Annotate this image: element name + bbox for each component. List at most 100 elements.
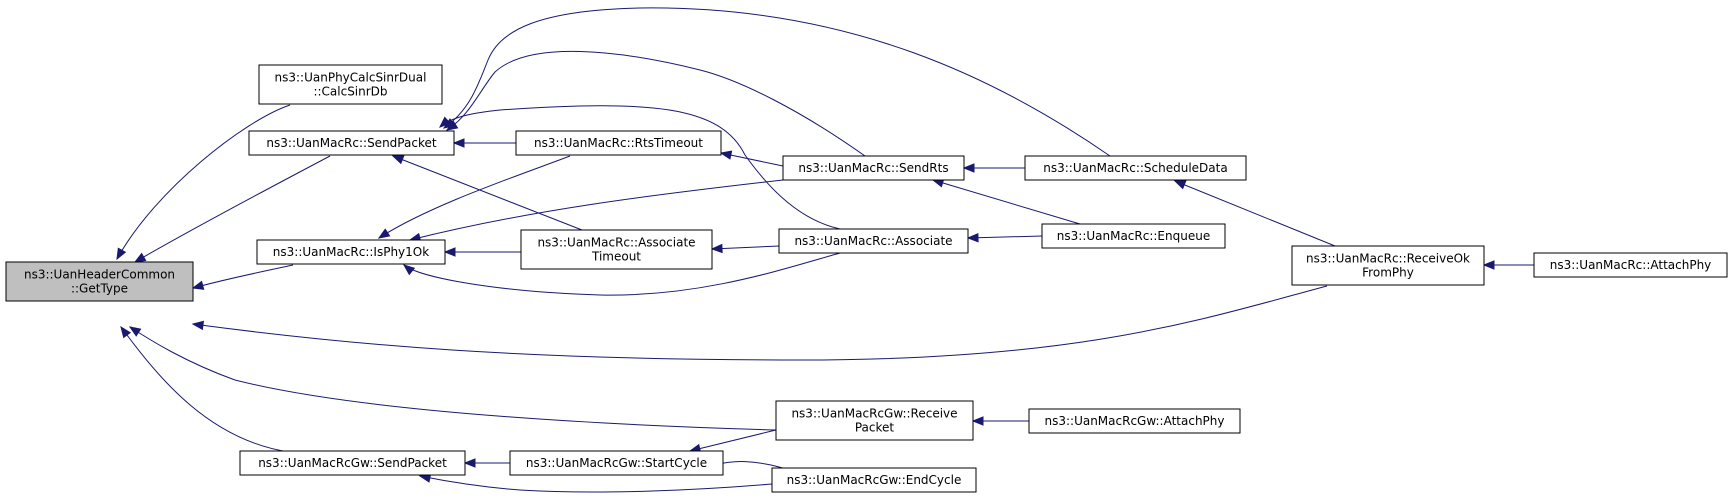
- node-box: [771, 467, 977, 493]
- node-label: ns3::UanPhyCalcSinrDual: [275, 71, 427, 85]
- node-box: [256, 239, 446, 265]
- edge-gwstartcycle-to-gwsendpacket: [463, 458, 510, 468]
- arrowhead: [971, 416, 984, 426]
- arrowhead: [120, 325, 132, 339]
- arrowhead: [402, 264, 416, 276]
- arrowhead: [191, 320, 205, 331]
- arrowhead: [966, 232, 979, 243]
- node-label: ns3::UanMacRcGw::StartCycle: [526, 456, 707, 470]
- node-box: [258, 64, 443, 105]
- node-sendpacket[interactable]: ns3::UanMacRc::SendPacket: [248, 130, 455, 156]
- node-label: ns3::UanMacRcGw::Receive: [791, 407, 957, 421]
- node-label: ns3::UanMacRc::RtsTimeout: [534, 136, 703, 150]
- node-box: [248, 130, 455, 156]
- edge-attachphy-to-receiveok: [1482, 260, 1534, 270]
- arrowhead: [719, 150, 733, 160]
- node-box: [1028, 408, 1241, 434]
- edge-gwsendpacket-to-gettype: [120, 325, 290, 453]
- edge-enqueue-to-associate: [966, 232, 1043, 243]
- node-label: ::GetType: [71, 282, 128, 296]
- edge-gwreceive-to-gwstartcycle: [688, 429, 777, 454]
- arrowhead: [1482, 260, 1495, 270]
- node-box: [509, 450, 724, 476]
- arrowhead: [438, 116, 451, 128]
- edge-line: [409, 179, 784, 241]
- edges-layer: [116, 7, 1534, 493]
- node-calcsinr[interactable]: ns3::UanPhyCalcSinrDual::CalcSinrDb: [258, 64, 443, 105]
- arrowhead: [116, 247, 127, 261]
- edge-associate-to-sendpacket: [438, 105, 841, 230]
- node-box: [239, 450, 466, 476]
- edge-isphy1ok-to-gettype: [191, 264, 294, 290]
- node-box: [5, 261, 194, 302]
- edge-calcsinr-to-gettype: [116, 104, 291, 261]
- node-attachphy[interactable]: ns3::UanMacRc::AttachPhy: [1533, 252, 1728, 278]
- arrowhead: [962, 163, 975, 173]
- node-scheduledata[interactable]: ns3::UanMacRc::ScheduleData: [1024, 155, 1247, 181]
- node-label: ns3::UanMacRc::ScheduleData: [1043, 161, 1227, 175]
- edge-line: [689, 429, 777, 452]
- edge-line: [446, 50, 866, 157]
- edge-line: [439, 105, 841, 230]
- node-label: ns3::UanMacRc::IsPhy1Ok: [273, 245, 429, 259]
- node-box: [778, 228, 969, 254]
- arrowhead: [443, 247, 456, 257]
- arrowhead: [710, 243, 723, 254]
- edge-line: [443, 7, 1111, 157]
- edge-line: [378, 155, 571, 239]
- edge-rtstimeout-to-isphy1ok: [377, 155, 571, 239]
- edge-gwendcycle-to-gwsendpacket: [418, 473, 773, 493]
- edge-line: [192, 264, 294, 289]
- node-label: ns3::UanMacRcGw::EndCycle: [787, 473, 962, 487]
- nodes-layer: ns3::UanHeaderCommon::GetType ns3::UanPhy…: [5, 64, 1728, 493]
- node-box: [1024, 155, 1247, 181]
- node-label: ns3::UanMacRc::Associate: [537, 236, 695, 250]
- node-enqueue[interactable]: ns3::UanMacRc::Enqueue: [1041, 223, 1226, 249]
- edge-associate-to-assoctimeout: [710, 243, 780, 254]
- node-label: ns3::UanMacRc::Enqueue: [1057, 229, 1210, 243]
- node-label: ns3::UanMacRcGw::SendPacket: [258, 456, 447, 470]
- edge-receiveok-to-scheduledata: [1173, 180, 1336, 247]
- node-label: ::CalcSinrDb: [313, 85, 387, 99]
- node-label: Packet: [855, 421, 895, 435]
- edge-sendrts-to-rtstimeout: [719, 150, 784, 167]
- arrowhead: [463, 458, 476, 468]
- edge-gwreceive-to-gettype: [128, 326, 777, 431]
- node-gwstartcycle[interactable]: ns3::UanMacRcGw::StartCycle: [509, 450, 724, 476]
- edge-receiveok-to-gettype: [191, 285, 1328, 361]
- edge-line: [967, 235, 1043, 239]
- edge-line: [720, 152, 784, 167]
- node-associate[interactable]: ns3::UanMacRc::Associate: [778, 228, 969, 254]
- node-label: ns3::UanMacRc::Associate: [794, 234, 952, 248]
- arrowhead: [377, 228, 391, 239]
- edge-gwattachphy-to-gwreceive: [971, 416, 1029, 426]
- node-box: [1041, 223, 1226, 249]
- node-box: [775, 400, 974, 441]
- edge-line: [711, 245, 780, 250]
- edge-line: [1174, 180, 1336, 247]
- edge-line: [129, 326, 777, 431]
- node-isphy1ok[interactable]: ns3::UanMacRc::IsPhy1Ok: [256, 239, 446, 265]
- node-gettype[interactable]: ns3::UanHeaderCommon::GetType: [5, 261, 194, 302]
- node-gwsendpacket[interactable]: ns3::UanMacRcGw::SendPacket: [239, 450, 466, 476]
- node-box: [520, 229, 713, 270]
- node-box: [1291, 245, 1485, 286]
- edge-line: [403, 252, 841, 296]
- node-label: ns3::UanMacRc::SendPacket: [266, 136, 436, 150]
- arrowhead: [128, 326, 142, 337]
- edge-line: [116, 104, 291, 260]
- node-label: ns3::UanMacRc::AttachPhy: [1550, 258, 1712, 272]
- edge-enqueue-to-sendrts: [931, 178, 1081, 225]
- node-gwattachphy[interactable]: ns3::UanMacRcGw::AttachPhy: [1028, 408, 1241, 434]
- edge-scheduledata-to-sendrts: [962, 163, 1025, 173]
- node-gwendcycle[interactable]: ns3::UanMacRcGw::EndCycle: [771, 467, 977, 493]
- edge-line: [134, 155, 331, 263]
- node-rtstimeout[interactable]: ns3::UanMacRc::RtsTimeout: [515, 130, 722, 156]
- node-sendrts[interactable]: ns3::UanMacRc::SendRts: [782, 155, 965, 181]
- edge-line: [419, 475, 773, 493]
- edge-rtstimeout-to-sendpacket: [452, 138, 516, 148]
